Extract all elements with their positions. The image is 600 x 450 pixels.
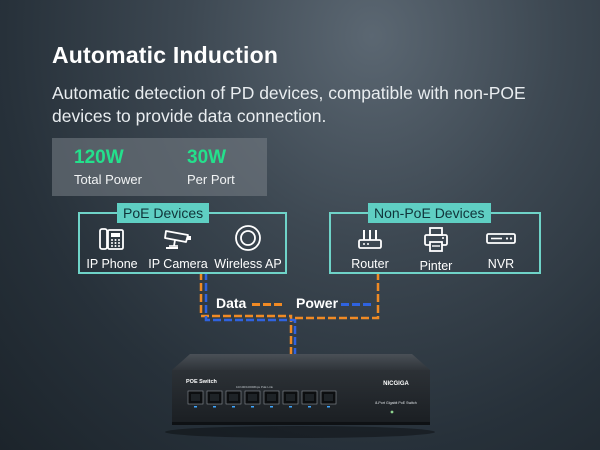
device-router: Router	[345, 227, 395, 271]
svg-text:10/100/1000Mbps PoE Link: 10/100/1000Mbps PoE Link	[236, 385, 273, 389]
poe-devices-title: PoE Devices	[117, 203, 210, 223]
non-poe-devices-title: Non-PoE Devices	[368, 203, 491, 223]
switch-port-led	[213, 406, 216, 408]
device-ip-phone: IP Phone	[84, 227, 140, 271]
switch-port-led	[232, 406, 235, 408]
switch-port-socket	[248, 394, 257, 401]
device-label: Wireless AP	[214, 257, 282, 271]
ip-camera-icon	[164, 230, 191, 249]
switch-port-socket	[324, 394, 333, 401]
router-icon	[358, 230, 382, 249]
stats-panel: 120W Total Power 30W Per Port	[52, 138, 267, 196]
legend-data-label: Data	[216, 295, 247, 311]
switch-port-led	[327, 406, 330, 408]
legend-data-line	[252, 303, 284, 306]
switch-port-socket	[229, 394, 238, 401]
device-label: Pinter	[419, 259, 453, 273]
stat-total-power: 120W Total Power	[74, 147, 142, 187]
switch-port-led	[289, 406, 292, 408]
page-title: Automatic Induction	[52, 42, 279, 68]
device-ip-camera: IP Camera	[147, 227, 209, 271]
non-poe-devices-box: Non-PoE Devices Router Pinter	[329, 203, 541, 274]
nvr-icon	[486, 233, 516, 244]
device-label: NVR	[487, 257, 515, 271]
printer-icon	[424, 227, 448, 252]
device-label: IP Phone	[86, 257, 138, 271]
device-label: Router	[351, 257, 389, 271]
switch-brand: NICGIGA	[383, 381, 409, 387]
wireless-ap-icon	[235, 225, 261, 251]
device-wireless-ap: Wireless AP	[213, 225, 283, 271]
stat-value: 30W	[187, 147, 227, 168]
ip-phone-icon	[99, 228, 124, 250]
device-label: IP Camera	[148, 257, 208, 271]
legend-power-line	[341, 303, 373, 306]
device-printer: Pinter	[411, 227, 461, 273]
switch-port-socket	[191, 394, 200, 401]
switch-port-led	[194, 406, 197, 408]
device-nvr: NVR	[476, 227, 526, 271]
switch-port-socket	[286, 394, 295, 401]
stat-value: 120W	[74, 147, 124, 168]
stat-label: Total Power	[74, 172, 142, 187]
switch-port-led	[270, 406, 273, 408]
poe-switch-image: POE Switch 10/100/1000Mbps PoE Link NICG…	[165, 354, 435, 438]
switch-description: 8-Port Gigabit PoE Switch	[375, 401, 417, 405]
switch-port-socket	[267, 394, 276, 401]
stat-label: Per Port	[187, 172, 235, 187]
switch-port-led	[308, 406, 311, 408]
stat-per-port: 30W Per Port	[187, 147, 235, 187]
legend-power-label: Power	[296, 295, 339, 311]
poe-devices-box: PoE Devices IP Phone IP Camera	[78, 203, 287, 274]
switch-port-socket	[210, 394, 219, 401]
switch-name: POE Switch	[186, 379, 218, 385]
switch-port-led	[251, 406, 254, 408]
switch-port-socket	[305, 394, 314, 401]
page-subtitle: Automatic detection of PD devices, compa…	[52, 83, 526, 126]
